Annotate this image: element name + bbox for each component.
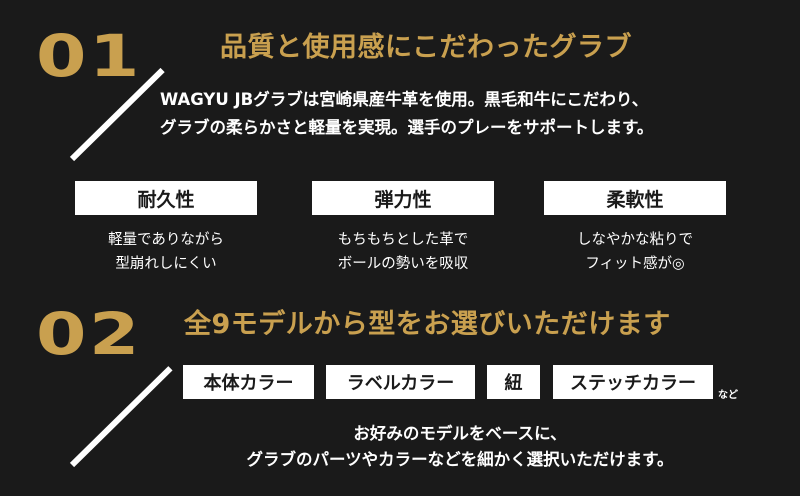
feature-desc-line: ボールの勢いを吸収 [337,256,469,272]
feature-desc-line: しなやかな粘りで [577,232,693,248]
closing-line-1: お好みのモデルをベースに、 [353,424,567,443]
feature-desc-line: フィット感が◎ [585,256,685,272]
closing-text: お好みのモデルをベースに、 グラブのパーツやカラーなどを細かく選択いただけます。 [180,421,740,473]
feature-label-flexibility: 柔軟性 [544,181,726,215]
option-lace: 紐 [487,365,540,399]
options-suffix-etc: など [718,390,738,401]
option-label-color: ラベルカラー [326,365,475,399]
section-number-02: 02 [36,300,142,368]
feature-label-durability: 耐久性 [75,181,257,215]
section-title-quality: 品質と使用感にこだわったグラブ [220,32,632,63]
feature-desc-flexibility: しなやかな粘りで フィット感が◎ [544,228,726,276]
feature-desc-line: 型崩れしにくい [115,256,217,272]
feature-desc-durability: 軽量でありながら 型崩れしにくい [75,228,257,276]
feature-label-elasticity: 弾力性 [312,181,494,215]
option-body-color: 本体カラー [183,365,314,399]
section-lead-text: WAGYU JBグラブは宮崎県産牛革を使用。黒毛和牛にこだわり、 グラブの柔らか… [160,86,654,142]
lead-line-1: WAGYU JBグラブは宮崎県産牛革を使用。黒毛和牛にこだわり、 [160,90,649,109]
section-title-models: 全9モデルから型をお選びいただけます [184,309,671,340]
feature-desc-line: 軽量でありながら [108,232,224,248]
feature-desc-elasticity: もちもちとした革で ボールの勢いを吸収 [312,228,494,276]
section-number-01: 01 [36,22,142,90]
feature-desc-line: もちもちとした革で [337,232,469,248]
option-stitch-color: ステッチカラー [553,365,713,399]
diagonal-slash-divider [69,366,173,468]
lead-line-2: グラブの柔らかさと軽量を実現。選手のプレーをサポートします。 [160,118,654,137]
closing-line-2: グラブのパーツやカラーなどを細かく選択いただけます。 [246,450,674,469]
